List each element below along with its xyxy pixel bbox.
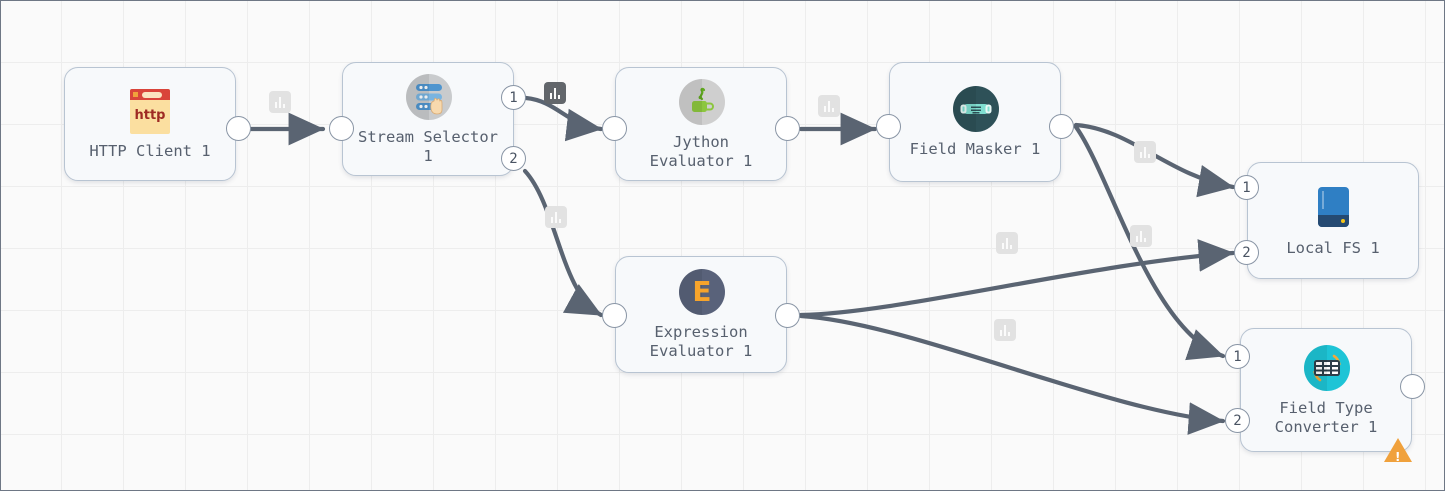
- badge-expr-to-ftc[interactable]: [994, 319, 1016, 341]
- port-http-client-1-out[interactable]: [226, 116, 251, 141]
- node-stream-selector-1[interactable]: Stream Selector 1: [342, 62, 514, 176]
- node-field-masker-1[interactable]: Field Masker 1: [889, 62, 1061, 182]
- port-local-fs-1-in-2[interactable]: 2: [1234, 240, 1259, 265]
- port-field-masker-1-out[interactable]: [1049, 114, 1074, 139]
- node-label: Field Type Converter 1: [1274, 398, 1378, 436]
- port-local-fs-1-in-1[interactable]: 1: [1234, 175, 1259, 200]
- node-field-type-converter-1[interactable]: Field Type Converter 1: [1240, 328, 1412, 452]
- bar-chart-icon: [823, 100, 835, 112]
- port-jython-evaluator-1-out[interactable]: [775, 116, 800, 141]
- port-expression-evaluator-1-in[interactable]: [602, 303, 627, 328]
- node-label: Jython Evaluator 1: [649, 132, 753, 170]
- port-field-type-converter-1-in-2[interactable]: 2: [1225, 408, 1250, 433]
- warning-triangle-icon[interactable]: [1384, 438, 1412, 462]
- type-converter-icon: [1300, 344, 1352, 396]
- node-label: Expression Evaluator 1: [649, 323, 753, 360]
- bar-chart-icon: [274, 96, 286, 108]
- badge-stream2-to-expr[interactable]: [545, 206, 567, 228]
- port-field-type-converter-1-in-1[interactable]: 1: [1225, 344, 1250, 369]
- node-expression-evaluator-1[interactable]: E Expression Evaluator 1: [615, 256, 787, 373]
- bar-chart-icon: [549, 87, 561, 99]
- badge-jython-to-masker[interactable]: [818, 95, 840, 117]
- port-stream-selector-1-out-1[interactable]: 1: [501, 85, 526, 110]
- bar-chart-icon: [1135, 230, 1147, 242]
- edge-expr-to-localfs2: [798, 239, 1236, 318]
- badge-expr-to-localfs[interactable]: [996, 232, 1018, 254]
- http-browser-icon: http: [124, 87, 176, 139]
- port-field-masker-1-in[interactable]: [876, 114, 901, 139]
- bar-chart-icon: [999, 324, 1011, 336]
- node-local-fs-1[interactable]: Local FS 1: [1247, 162, 1419, 279]
- port-field-type-converter-1-out[interactable]: [1400, 374, 1425, 399]
- node-label: Stream Selector 1: [358, 127, 498, 165]
- bar-chart-icon: [550, 211, 562, 223]
- face-mask-icon: [949, 85, 1001, 137]
- edge-stream2-to-expr: [522, 168, 604, 318]
- badge-stream1-to-jython[interactable]: [544, 82, 566, 104]
- badge-masker-to-ftc[interactable]: [1130, 225, 1152, 247]
- badge-http-to-stream[interactable]: [269, 91, 291, 113]
- port-stream-selector-1-out-2[interactable]: 2: [501, 146, 526, 171]
- port-expression-evaluator-1-out[interactable]: [775, 303, 800, 328]
- jython-coffee-icon: [675, 78, 727, 130]
- expression-e-icon: E: [675, 268, 727, 320]
- node-jython-evaluator-1[interactable]: Jython Evaluator 1: [615, 67, 787, 181]
- warning-exclamation: !: [1395, 450, 1401, 464]
- hard-drive-icon: [1307, 184, 1359, 236]
- node-label: HTTP Client 1: [89, 142, 211, 160]
- port-jython-evaluator-1-in[interactable]: [602, 116, 627, 141]
- node-label: Field Masker 1: [909, 140, 1041, 158]
- bar-chart-icon: [1001, 237, 1013, 249]
- node-label: Local FS 1: [1286, 238, 1380, 257]
- stream-selector-icon: [402, 73, 454, 125]
- port-stream-selector-1-in[interactable]: [329, 116, 354, 141]
- node-http-client-1[interactable]: http HTTP Client 1: [64, 67, 236, 181]
- badge-masker-to-localfs[interactable]: [1134, 141, 1156, 163]
- bar-chart-icon: [1139, 146, 1151, 158]
